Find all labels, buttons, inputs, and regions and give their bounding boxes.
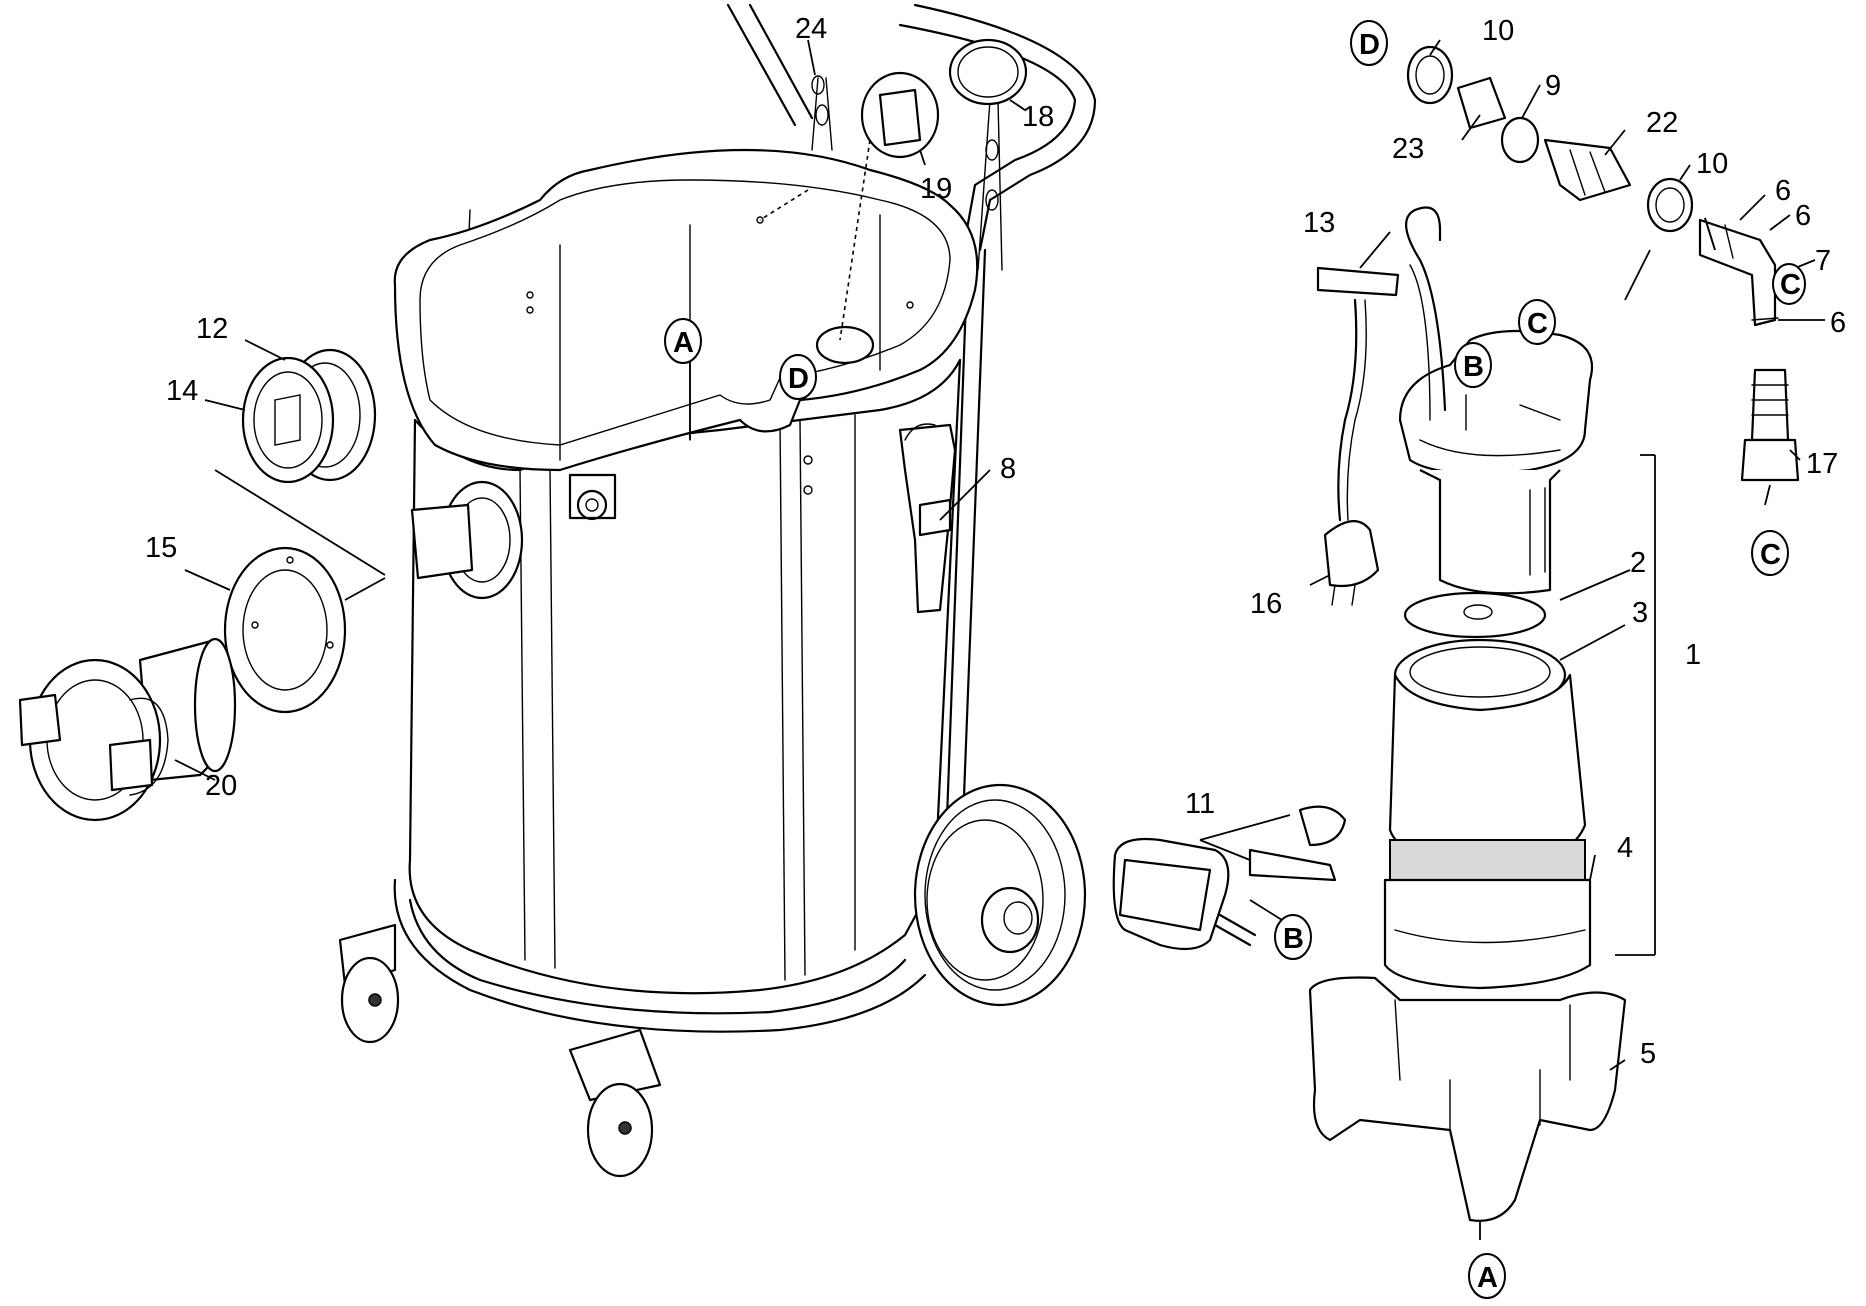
part-label-4: 4 <box>1617 832 1633 864</box>
part-label-14: 14 <box>166 375 198 407</box>
connector-c-fitting: C <box>1751 530 1789 576</box>
connector-bubbles: A A B B C C C D <box>664 20 1806 1299</box>
part-label-10-top: 10 <box>1482 15 1514 47</box>
connector-a-tank: A <box>664 318 702 364</box>
front-caster-right <box>568 1028 662 1178</box>
part-label-15: 15 <box>145 532 177 564</box>
leader-lines <box>174 39 1825 1240</box>
connector-a-pump: A <box>1468 1253 1506 1299</box>
part-label-18: 18 <box>1022 101 1054 133</box>
part-label-16: 16 <box>1250 588 1282 620</box>
pump-foot-5 <box>1308 976 1627 1222</box>
part-label-2: 2 <box>1630 547 1646 579</box>
svg-text:C: C <box>1527 308 1548 340</box>
part-label-24: 24 <box>795 13 827 45</box>
plug-16 <box>1323 520 1380 606</box>
svg-text:A: A <box>1477 1262 1498 1294</box>
part-label-9: 9 <box>1545 70 1561 102</box>
ring-14 <box>241 356 335 484</box>
svg-text:C: C <box>1780 269 1801 301</box>
part-label-3: 3 <box>1632 597 1648 629</box>
pump-seal-2-3 <box>1393 591 1567 712</box>
part-label-1: 1 <box>1685 639 1701 671</box>
svg-text:D: D <box>788 363 809 395</box>
connector-b-pump: B <box>1454 342 1492 388</box>
part-label-8: 8 <box>1000 453 1016 485</box>
part-label-12: 12 <box>196 313 228 345</box>
chain <box>811 75 1003 271</box>
connector-d-tank: D <box>779 354 817 400</box>
svg-text:C: C <box>1760 539 1781 571</box>
part-label-22: 22 <box>1646 107 1678 139</box>
pump-housing-1 <box>1383 673 1592 990</box>
part-number-labels: 24 18 19 8 12 14 15 20 10 9 23 22 10 6 6… <box>145 13 1846 1070</box>
connector-c-pump: C <box>1518 299 1556 345</box>
part-label-6-b: 6 <box>1795 200 1811 232</box>
connector-c-elbow: C <box>1772 263 1806 305</box>
part-label-19: 19 <box>920 173 952 205</box>
pump-motor-head <box>1398 329 1594 595</box>
tank-body <box>393 148 979 1033</box>
latch-clamp <box>898 423 957 614</box>
svg-text:B: B <box>1463 351 1484 383</box>
pump-cable-13 <box>1316 206 1447 522</box>
part-label-13: 13 <box>1303 207 1335 239</box>
cap-19 <box>860 71 940 159</box>
rear-wheel <box>913 783 1087 1007</box>
part-label-6-c: 6 <box>1830 307 1846 339</box>
hose-fittings <box>1406 45 1800 482</box>
cap-18 <box>948 38 1028 106</box>
connector-b-float: B <box>1274 914 1312 960</box>
part-label-11: 11 <box>1185 788 1215 820</box>
svg-text:B: B <box>1283 923 1304 955</box>
front-caster-left <box>338 923 400 1044</box>
coupling-20 <box>18 637 237 822</box>
float-switch <box>1112 805 1347 951</box>
part-label-5: 5 <box>1640 1038 1656 1070</box>
part-label-23: 23 <box>1392 133 1424 165</box>
flange-15 <box>223 546 347 714</box>
part-label-20: 20 <box>205 770 237 802</box>
svg-text:A: A <box>673 327 694 359</box>
part-label-17: 17 <box>1806 448 1838 480</box>
svg-text:D: D <box>1359 29 1380 61</box>
connector-d-top: D <box>1350 20 1388 66</box>
part-label-6-a: 6 <box>1775 175 1791 207</box>
part-label-10-mid: 10 <box>1696 148 1728 180</box>
part-label-7: 7 <box>1815 245 1831 277</box>
